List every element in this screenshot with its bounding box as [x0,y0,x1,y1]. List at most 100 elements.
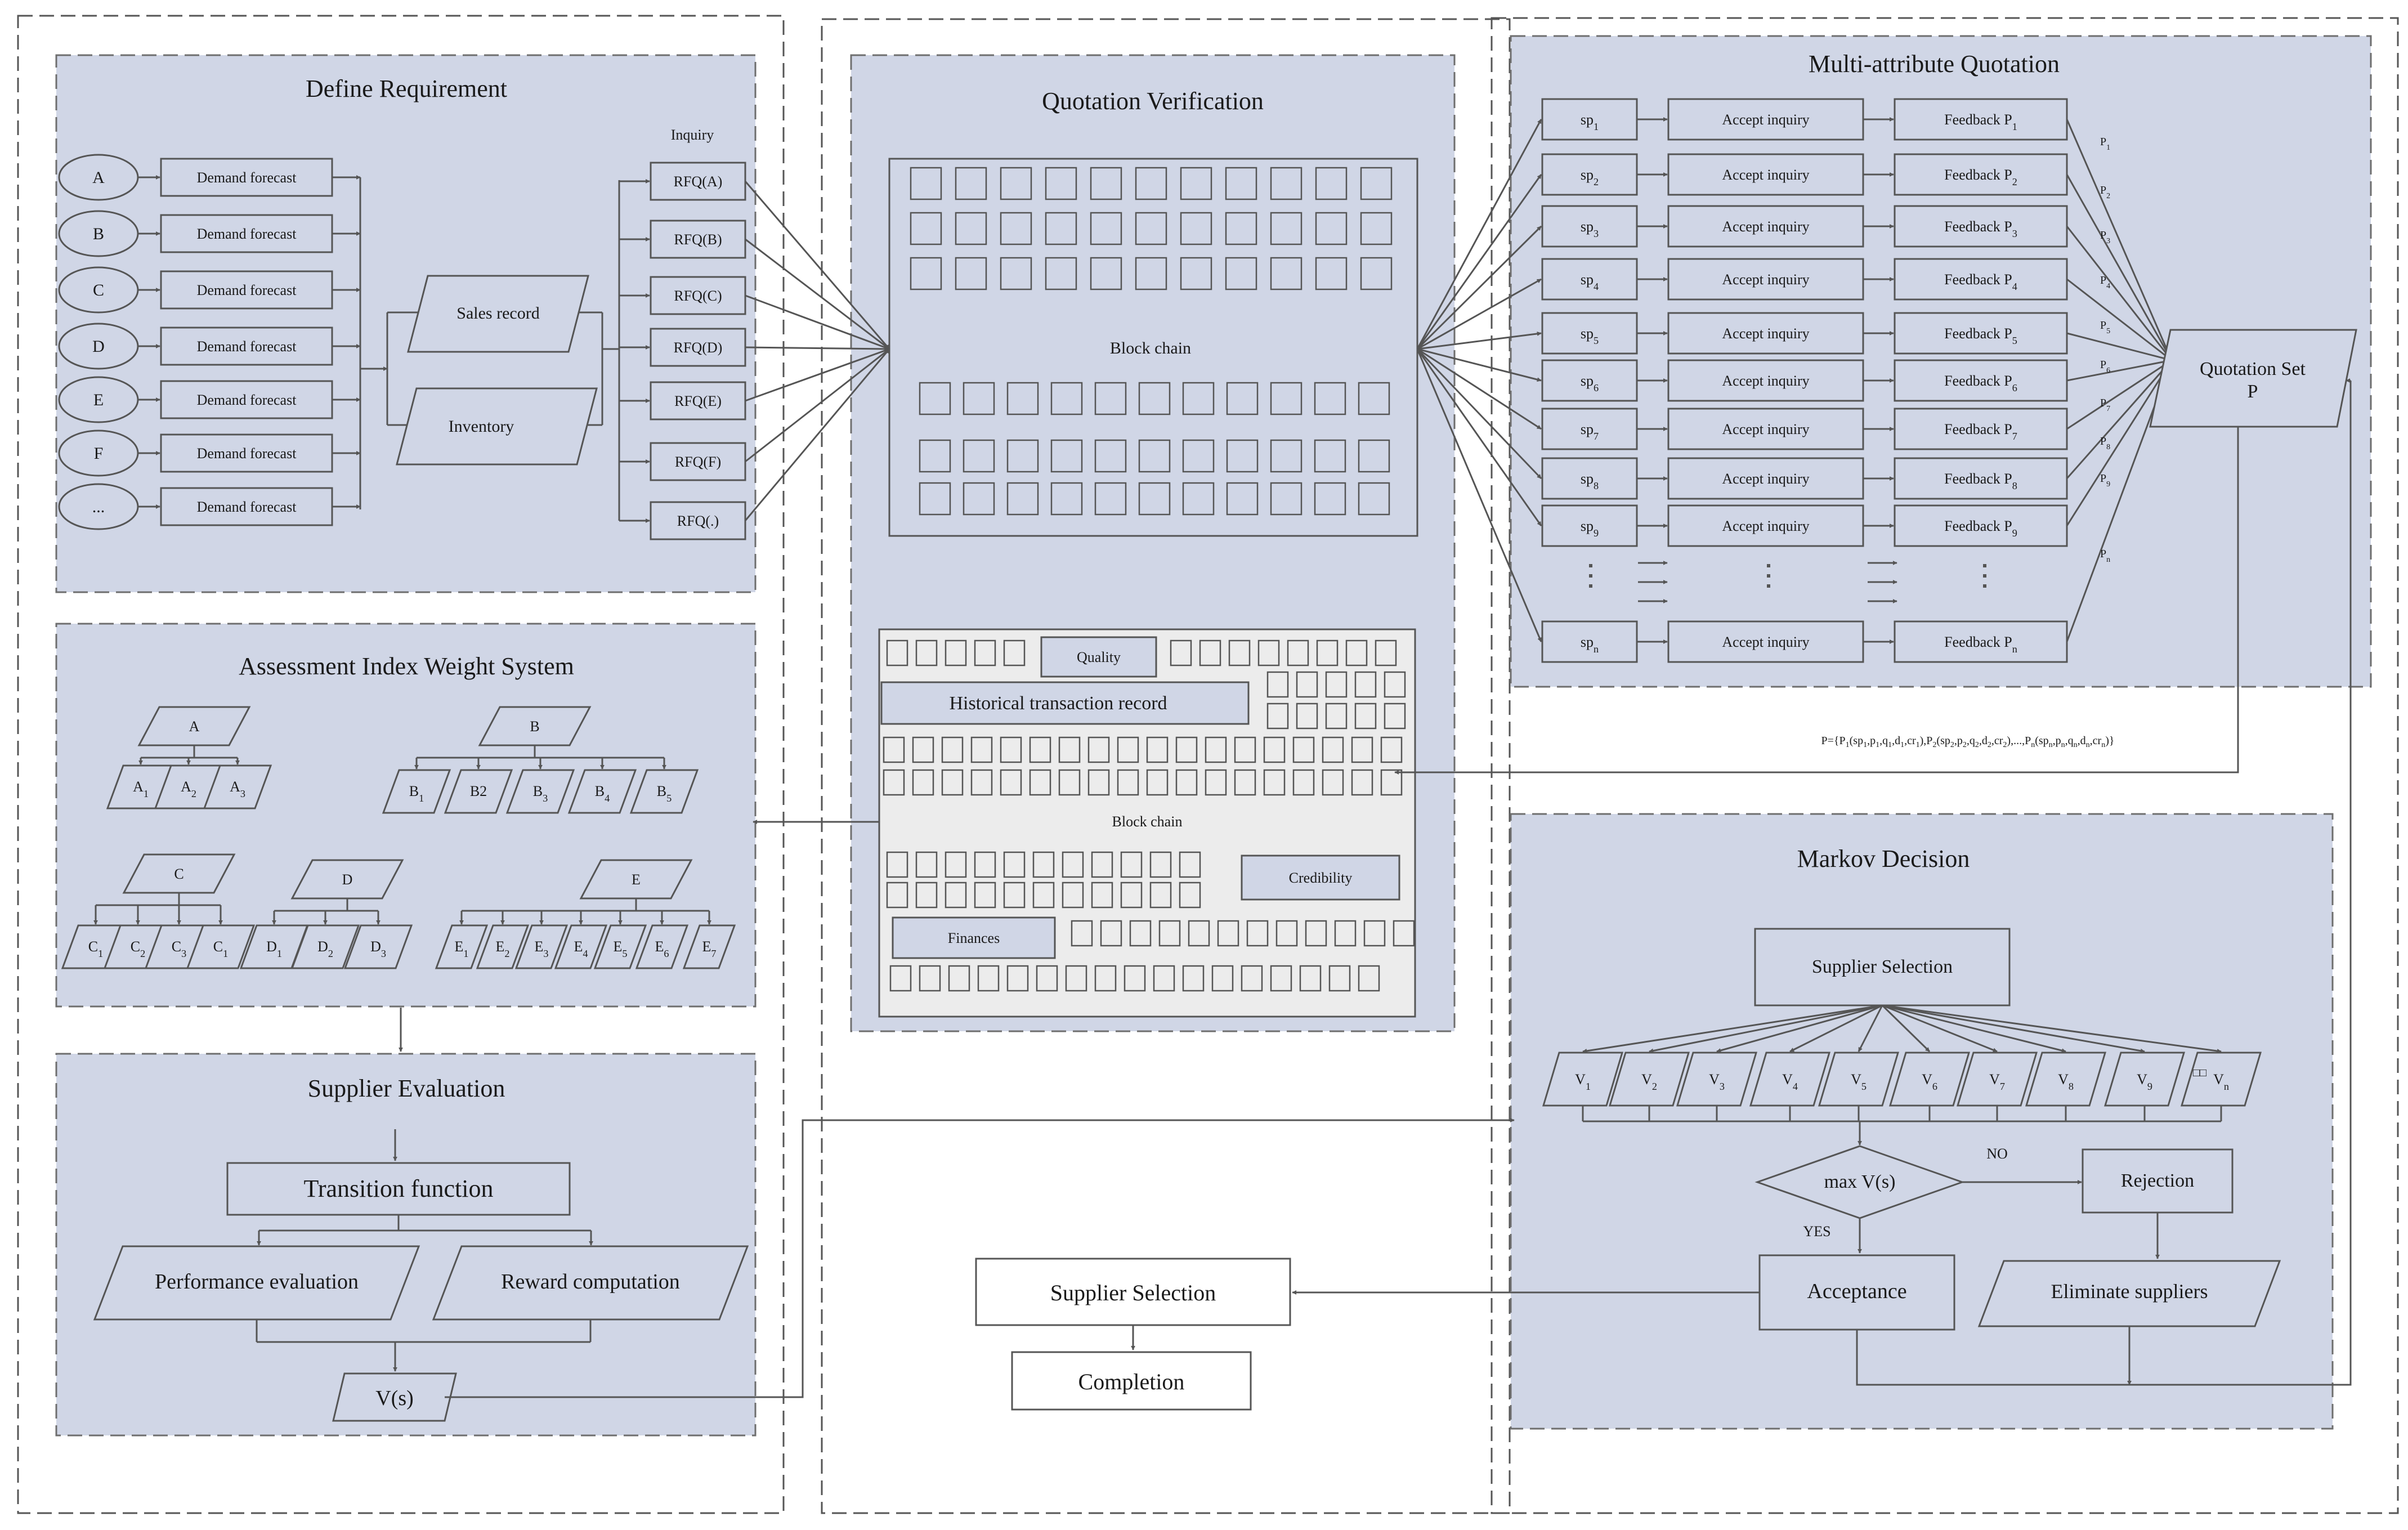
vs-shape [332,1372,457,1422]
block-cell [1182,482,1215,516]
accept-inquiry-label: Accept inquiry [1722,634,1809,650]
reward-computation-label: Reward computation [501,1270,680,1294]
ledger-cell [1124,965,1146,992]
criterion-child-label: C1 [213,938,228,959]
ledger-cell [1000,769,1022,796]
ledger-cell [1322,736,1344,763]
history-box [880,681,1250,725]
p-fan-label: P3 [2100,229,2110,245]
ledger-cell [1287,639,1309,666]
p-fan-label: P4 [2100,274,2110,290]
feedback-label: Feedback P4 [1944,271,2017,292]
block-cell [1050,382,1083,415]
ledger-cell [883,769,905,796]
block-cell [1135,212,1167,245]
feedback-box [1894,98,2068,141]
ledger-cell [1351,736,1373,763]
criterion-child-label: A3 [230,779,245,799]
rejection-label: Rejection [2121,1170,2194,1191]
ledger-cell [1351,769,1373,796]
ledger-cell [970,769,993,796]
block-cell [1094,482,1127,516]
completion-label: Completion [1078,1369,1185,1394]
criterion-parent-shape [137,706,251,746]
rfq-label: RFQ(.) [677,513,719,529]
ledger-cell [974,882,996,909]
block-cell [1045,167,1077,200]
block-cell [1315,212,1348,245]
criterion-child-label: E6 [655,938,669,959]
criterion-child-shape [476,924,530,969]
define-requirement-title: Define Requirement [306,75,507,102]
criterion-child-label: A2 [181,779,196,799]
accept-inquiry-box [1667,205,1864,248]
criterion-child-label: B1 [409,783,424,804]
ellipsis-dot [1589,574,1592,578]
yes-label: YES [1803,1223,1830,1240]
ledger-cell [1296,703,1318,730]
criterion-child-label: E4 [574,938,588,959]
criterion-child-shape [567,769,637,814]
ledger-cell [912,736,934,763]
v-state-label: V2 [1641,1071,1657,1092]
ledger-cell [1316,639,1339,666]
ledger-cell [919,965,941,992]
ledger-cell [945,639,967,666]
criterion-child-label: C2 [131,938,145,959]
v-state-label: V9 [2137,1071,2152,1092]
supplier-evaluation-title: Supplier Evaluation [308,1075,505,1102]
block-chain-top-label: Block chain [1110,339,1191,357]
criterion-parent-label: D [342,871,353,888]
accept-inquiry-label: Accept inquiry [1722,518,1809,534]
block-cell [1315,167,1348,200]
accept-inquiry-label: Accept inquiry [1722,325,1809,342]
ledger-cell [1036,965,1058,992]
block-cell [1270,257,1303,290]
ledger-cell [1071,920,1093,947]
ledger-cell [886,851,908,878]
right-column-frame [1491,17,2399,1514]
rfq-box [650,501,746,540]
ledger-cell [1354,671,1377,698]
block-cell [1180,212,1212,245]
demand-node-label: A [92,168,105,187]
block-cell [955,212,987,245]
block-cell [1315,257,1348,290]
block-cell [1182,439,1215,473]
demand-forecast-box [160,158,333,197]
criterion-child-label: D1 [266,938,282,959]
block-cell [1314,482,1346,516]
block-cell [1094,439,1127,473]
block-cell [1000,212,1032,245]
ledger-cell [1241,965,1263,992]
ledger-cell [1234,736,1256,763]
block-cell [1006,382,1039,415]
criterion-parent-shape [290,859,404,900]
feedback-box [1894,504,2068,547]
feedback-box [1894,153,2068,196]
transition-function-label: Transition function [304,1175,494,1202]
demand-forecast-label: Demand forecast [197,338,297,355]
markov-decision-title: Markov Decision [1797,845,1970,873]
accept-inquiry-box [1667,359,1864,402]
block-cell [1360,167,1393,200]
block-cell [1225,212,1257,245]
criterion-child-shape [382,769,451,814]
block-cell [1360,212,1393,245]
ledger-cell [1091,882,1113,909]
ledger-cell [1384,703,1406,730]
demand-node-label: D [92,337,105,356]
quotation-verification-title: Quotation Verification [1042,87,1264,115]
v-state-shape [1608,1052,1690,1107]
feedback-box [1894,312,2068,355]
ledger-cell [1217,920,1239,947]
supplier-sp-box [1541,457,1638,500]
v-state-label: Vn [2213,1071,2229,1092]
quotation-set-label-2: P [2248,381,2258,402]
ledger-cell [1228,639,1251,666]
accept-inquiry-label: Accept inquiry [1722,271,1809,288]
ledger-cell [948,965,970,992]
criterion-parent-label: C [174,866,183,882]
criterion-child-shape [514,924,569,969]
ledger-cell [1266,671,1289,698]
